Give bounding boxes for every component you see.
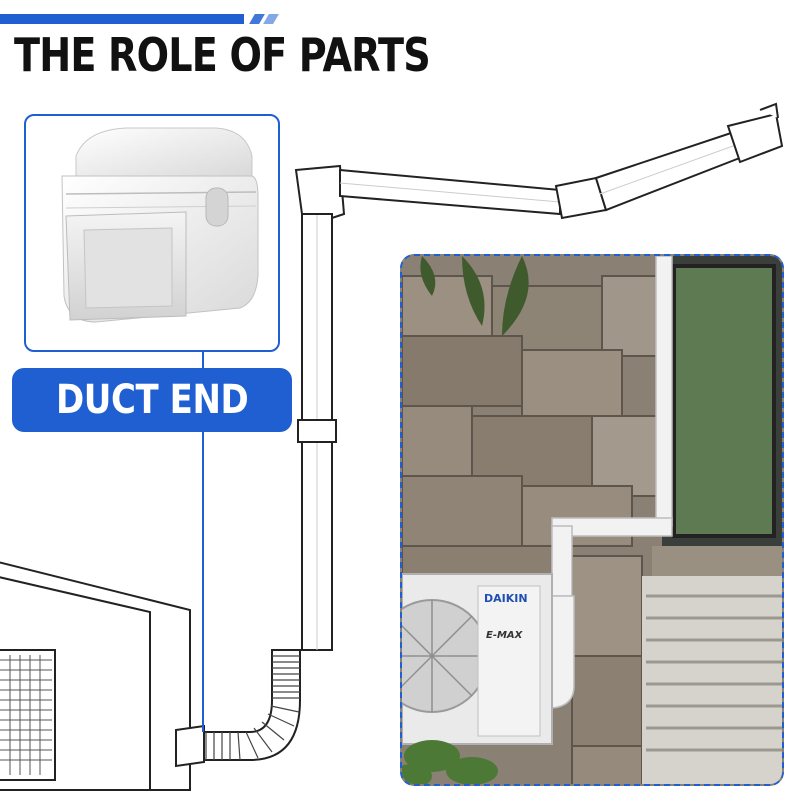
installed-duct [541,256,673,709]
plants [402,740,498,784]
horizontal-duct-drawing [339,102,784,220]
duct-end-drawing [175,724,205,768]
flexible-duct-ribs [205,655,300,761]
part-label-banner: DUCT END [12,368,292,432]
model-name: E-MAX [486,630,524,641]
outdoor-unit-grille [0,655,52,775]
installation-photo: DAIKIN E-MAX [400,254,784,786]
top-elbow-drawing [294,164,346,220]
leader-line [202,352,204,368]
leaves [420,256,529,336]
duct-end-image [61,127,259,323]
page-title: THE ROLE OF PARTS [14,28,431,82]
brand-name: DAIKIN [484,592,528,605]
installation-photo-scene: DAIKIN E-MAX [402,256,782,784]
flexible-duct-drawing [199,649,301,761]
vertical-duct-drawing [297,209,337,651]
product-image-card [24,114,280,352]
outdoor-unit-drawing [0,561,191,791]
leader-line [202,432,204,732]
header-accent-bar [0,14,244,24]
part-label: DUCT END [55,377,249,423]
